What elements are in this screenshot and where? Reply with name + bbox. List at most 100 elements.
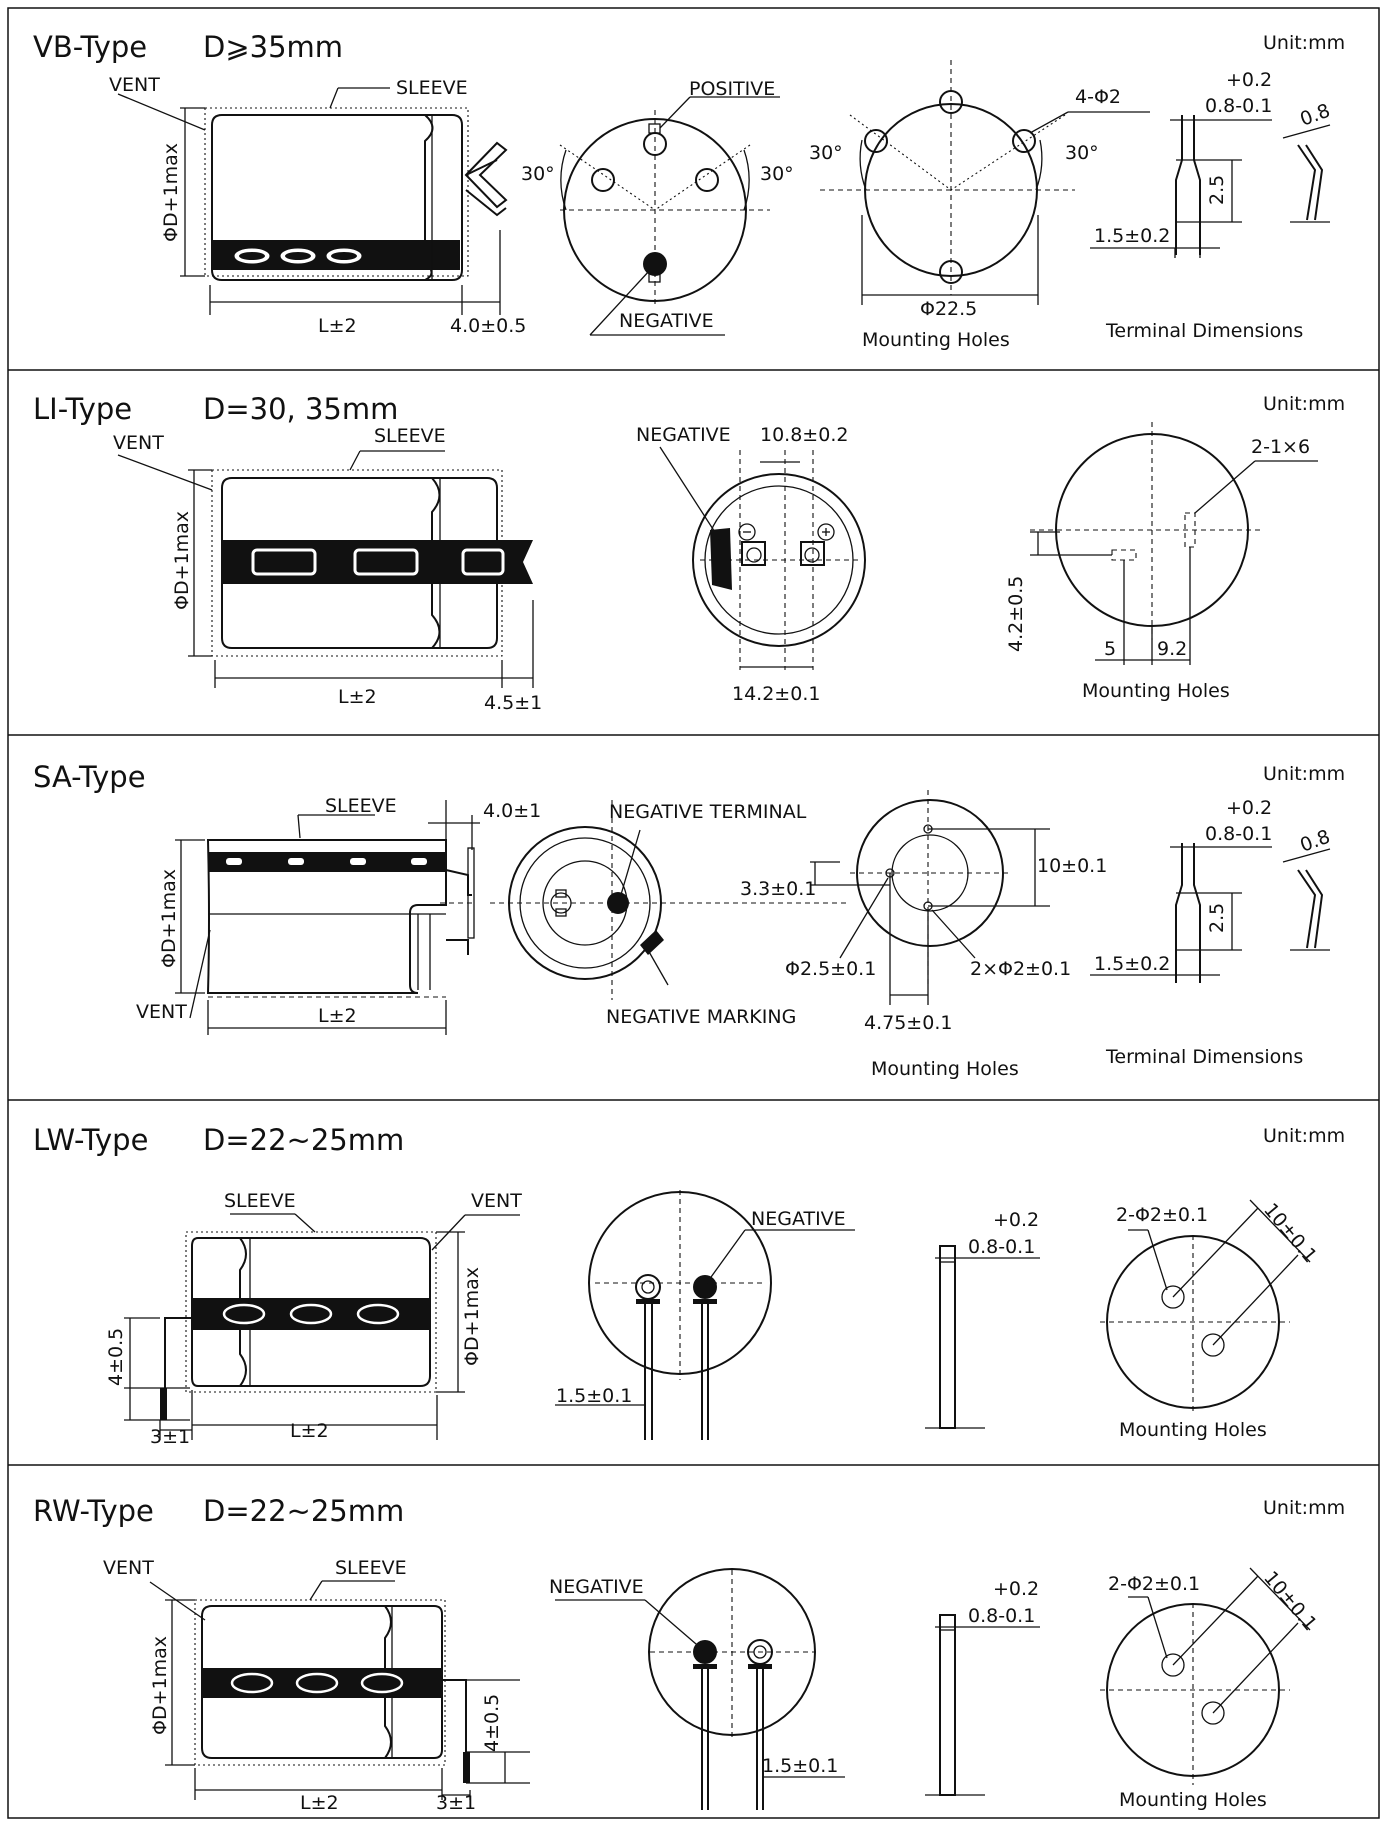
length-label: L±2 <box>338 686 377 708</box>
tolerance-plus: +0.2 <box>1226 69 1272 91</box>
mounting-holes: 2-Φ2±0.1 10±0.1 Mounting Holes <box>1100 1199 1321 1441</box>
end-view: NEGATIVE TERMINAL NEGATIVE MARKING <box>490 800 850 1028</box>
vent-label: VENT <box>103 1557 154 1579</box>
side-view: SLEEVE VENT ΦD+1max L±2 4.0±1 <box>136 795 541 1035</box>
negative-label: NEGATIVE <box>619 310 714 332</box>
terminal-dimensions: +0.2 0.8-0.1 0.8 2.5 1.5±0.2 Terminal Di… <box>1090 69 1333 342</box>
diameter-label: ΦD+1max <box>149 1636 171 1735</box>
unit-label: Unit:mm <box>1263 1497 1345 1519</box>
lead-detail: +0.2 0.8-0.1 <box>925 1578 1040 1796</box>
mounting-label: Mounting Holes <box>871 1058 1019 1080</box>
holes-label: 4-Φ2 <box>1075 86 1121 108</box>
base-label: 1.5±0.2 <box>1094 953 1170 975</box>
side-view: SLEEVE VENT ΦD+1max 4±0.5 3±1 L±2 <box>105 1190 522 1448</box>
length-label: L±2 <box>318 315 357 337</box>
negative-terminal-label: NEGATIVE TERMINAL <box>609 801 807 823</box>
unit-label: Unit:mm <box>1263 1125 1345 1147</box>
section-title: SA-Type <box>33 760 146 794</box>
section-title: RW-Type <box>33 1494 154 1528</box>
terminal-label: Terminal Dimensions <box>1105 1046 1303 1068</box>
sleeve-label: SLEEVE <box>374 425 446 447</box>
section-li-type: LI-Type D=30, 35mm Unit:mm VENT SLEEVE <box>33 392 1345 714</box>
angle-label-right: 30° <box>1065 142 1099 164</box>
pitch-bottom-label: 14.2±0.1 <box>732 683 820 705</box>
end-view: POSITIVE NEGATIVE 30° 30° <box>521 78 794 336</box>
mounting-label: Mounting Holes <box>1119 1419 1267 1441</box>
section-spec: D=22~25mm <box>203 1494 404 1528</box>
section-lw-type: LW-Type D=22~25mm Unit:mm <box>33 1123 1345 1448</box>
section-spec: D⩾35mm <box>203 30 343 64</box>
slot-label: 2-1×6 <box>1251 436 1310 458</box>
tolerance-plus: +0.2 <box>993 1209 1039 1231</box>
section-vb-type: VB-Type D⩾35mm Unit:mm <box>33 30 1345 351</box>
angle-label-left: 30° <box>809 142 843 164</box>
end-view: NEGATIVE 1.5±0.1 <box>549 1568 845 1810</box>
negative-label: NEGATIVE <box>636 424 731 446</box>
vent-label: VENT <box>471 1190 522 1212</box>
mounting-holes: 3.3±0.1 10±0.1 Φ2.5±0.1 2×Φ2±0.1 4.75±0.… <box>740 790 1107 1080</box>
unit-label: Unit:mm <box>1263 32 1345 54</box>
side-view: VENT SLEEVE ΦD+1max 4±0.5 L±2 3±1 <box>103 1557 530 1814</box>
holes-label: 2-Φ2±0.1 <box>1116 1204 1208 1226</box>
sleeve-label: SLEEVE <box>224 1190 296 1212</box>
height-label: 4±0.5 <box>105 1328 127 1386</box>
vent-label: VENT <box>113 432 164 454</box>
vertical-label: 10±0.1 <box>1037 855 1107 877</box>
side-view: VENT SLEEVE ΦD+1max L±2 4.0±0.5 <box>109 74 526 337</box>
angle-label-right: 30° <box>760 163 794 185</box>
tolerance-base: 0.8-0.1 <box>1205 823 1272 845</box>
diameter-label: ΦD+1max <box>158 869 180 968</box>
diameter-label: ΦD+1max <box>171 511 193 610</box>
terminal-dimensions: +0.2 0.8-0.1 0.8 2.5 1.5±0.2 Terminal Di… <box>1090 797 1333 1068</box>
section-spec: D=22~25mm <box>203 1123 404 1157</box>
lead-label: 4.0±0.5 <box>450 315 526 337</box>
tolerance-base: 0.8-0.1 <box>1205 95 1272 117</box>
pcd-label: Φ22.5 <box>920 298 977 320</box>
mounting-label: Mounting Holes <box>1119 1789 1267 1811</box>
end-view: NEGATIVE 1.5±0.1 <box>555 1190 855 1440</box>
unit-label: Unit:mm <box>1263 763 1345 785</box>
angle-label-left: 30° <box>521 163 555 185</box>
horizontal-label: 4.75±0.1 <box>864 1012 952 1034</box>
dim-b-label: 9.2 <box>1157 638 1187 660</box>
sheet-frame <box>7 7 1380 1819</box>
height-label: 4±0.5 <box>481 1694 503 1752</box>
positive-label: POSITIVE <box>689 78 775 100</box>
tolerance-base: 0.8-0.1 <box>968 1605 1035 1627</box>
section-title: LI-Type <box>33 392 132 426</box>
vent-label: VENT <box>136 1001 187 1023</box>
pitch-label: 1.5±0.1 <box>762 1755 838 1777</box>
section-rw-type: RW-Type D=22~25mm Unit:mm <box>33 1494 1345 1814</box>
mounting-holes: 2-Φ2±0.1 10±0.1 Mounting Holes <box>1100 1567 1321 1811</box>
tolerance-plus: +0.2 <box>993 1578 1039 1600</box>
lead-label: 4.5±1 <box>484 692 542 714</box>
section-title: VB-Type <box>33 30 147 64</box>
mounting-holes: 4-Φ2 30° 30° Φ22.5 Mounting Holes <box>809 60 1150 351</box>
tolerance-plus: +0.2 <box>1226 797 1272 819</box>
sleeve-label: SLEEVE <box>396 77 468 99</box>
vent-label: VENT <box>109 74 160 96</box>
height-label: 2.5 <box>1206 175 1228 205</box>
mounting-label: Mounting Holes <box>862 329 1010 351</box>
side-view: VENT SLEEVE ΦD+1max L±2 4.5±1 <box>113 425 542 714</box>
hole-pair-label: 2×Φ2±0.1 <box>970 958 1071 980</box>
section-sa-type: SA-Type Unit:mm <box>33 760 1345 1080</box>
negative-label: NEGATIVE <box>751 1208 846 1230</box>
terminal-label: Terminal Dimensions <box>1105 320 1303 342</box>
negative-label: NEGATIVE <box>549 1576 644 1598</box>
negative-marking-label: NEGATIVE MARKING <box>606 1006 796 1028</box>
lead-label: 3±1 <box>150 1426 190 1448</box>
unit-label: Unit:mm <box>1263 393 1345 415</box>
offset-small-label: 3.3±0.1 <box>740 878 816 900</box>
hole-single-label: Φ2.5±0.1 <box>785 958 876 980</box>
base-label: 1.5±0.2 <box>1094 225 1170 247</box>
lead-detail: +0.2 0.8-0.1 <box>925 1209 1040 1429</box>
length-label: L±2 <box>290 1420 329 1442</box>
spacing-label: 10±0.1 <box>1259 1567 1321 1635</box>
sleeve-label: SLEEVE <box>325 795 397 817</box>
holes-label: 2-Φ2±0.1 <box>1108 1573 1200 1595</box>
spacing-label: 10±0.1 <box>1259 1199 1321 1267</box>
length-label: L±2 <box>300 1792 339 1814</box>
end-view: NEGATIVE 10.8±0.2 14.2±0.1 <box>636 424 866 705</box>
